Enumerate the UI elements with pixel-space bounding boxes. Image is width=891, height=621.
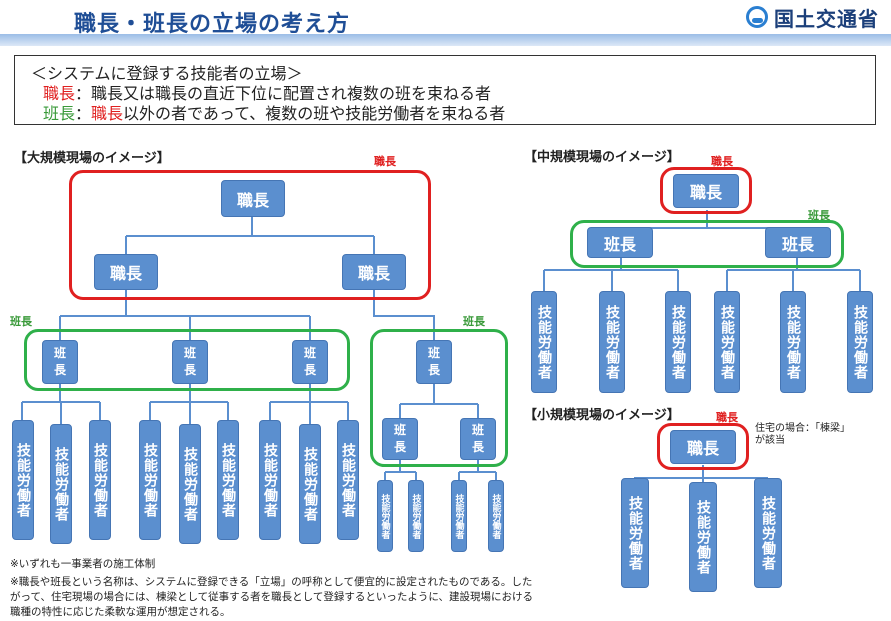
large-worker-node: 技能労働者	[259, 420, 281, 540]
hancho-char: 長	[393, 440, 406, 454]
large-shokucho-node-right: 職長	[342, 254, 406, 290]
hancho-char: 長	[303, 363, 316, 377]
hancho-term: 班長	[43, 104, 76, 123]
ministry-logo-icon	[746, 6, 768, 28]
large-worker-node: 技能労働者	[179, 424, 201, 544]
hancho-char: 班	[303, 346, 316, 360]
shokucho-term: 職長	[43, 84, 76, 103]
hancho-ref: 職長	[91, 104, 124, 123]
large-shokucho-node-left: 職長	[94, 254, 158, 290]
large-worker-node: 技能労働者	[89, 420, 111, 540]
medium-top-shokucho-node: 職長	[673, 174, 739, 208]
page-title: 職長・班長の立場の考え方	[74, 12, 351, 37]
note-line-1: ※いずれも一事業者の施工体制	[10, 558, 156, 570]
large-hancho-node: 班長	[416, 340, 452, 384]
large-hancho-node: 班長	[42, 340, 78, 384]
small-top-shokucho-node: 職長	[670, 430, 736, 464]
large-worker-node: 技能労働者	[337, 420, 359, 540]
large-worker-node: 技能労働者	[139, 420, 161, 540]
small-worker-node: 技能労働者	[621, 478, 649, 588]
small-worker-node: 技能労働者	[689, 482, 717, 592]
hancho-char: 班	[471, 423, 484, 437]
hancho-colon: ：	[75, 104, 92, 123]
house-note-line1: 住宅の場合：「棟梁」	[755, 423, 850, 434]
large-top-shokucho-node: 職長	[221, 180, 285, 217]
medium-hancho-node: 班長	[587, 227, 653, 258]
large-worker-node: 技能労働者	[299, 424, 321, 544]
large-worker-node: 技能労働者	[488, 480, 504, 552]
large-shokucho-frame	[69, 170, 431, 300]
medium-hancho-frame	[570, 220, 844, 268]
medium-worker-node: 技能労働者	[599, 291, 625, 393]
hancho-char: 班	[427, 346, 440, 360]
definition-shokucho: 職長：職長又は職長の直近下位に配置され複数の班を束ねる者	[43, 80, 491, 104]
medium-hancho-node: 班長	[765, 227, 831, 258]
large-hancho-node: 班長	[292, 340, 328, 384]
hancho-char: 班	[183, 346, 196, 360]
ministry-logo: 国土交通省	[746, 4, 879, 31]
definition-hancho: 班長：職長以外の者であって、複数の班や技能労働者を束ねる者	[43, 100, 505, 124]
large-hancho-frame-left	[24, 329, 350, 391]
ministry-name: 国土交通省	[774, 6, 879, 31]
hancho-char: 班	[53, 346, 66, 360]
medium-worker-node: 技能労働者	[531, 291, 557, 393]
hancho-char: 長	[471, 440, 484, 454]
medium-worker-node: 技能労働者	[665, 291, 691, 393]
large-hancho-frame-label-right: 班長	[463, 315, 485, 328]
medium-shokucho-frame	[660, 167, 752, 214]
large-hancho-frame-right	[370, 329, 508, 467]
large-hancho-node: 班長	[382, 418, 418, 460]
large-shokucho-frame-label: 職長	[374, 155, 396, 168]
small-heading: 【小規模現場のイメージ】	[524, 408, 680, 423]
medium-worker-node: 技能労働者	[780, 291, 806, 393]
header-band	[0, 34, 891, 46]
shokucho-desc: ：職長又は職長の直近下位に配置され複数の班を束ねる者	[75, 84, 492, 103]
small-worker-node: 技能労働者	[754, 478, 782, 588]
hancho-char: 長	[427, 363, 440, 377]
hancho-char: 長	[53, 363, 66, 377]
small-shokucho-frame-label: 職長	[716, 411, 738, 424]
large-worker-node: 技能労働者	[451, 480, 467, 552]
hancho-desc: 以外の者であって、複数の班や技能労働者を束ねる者	[123, 104, 506, 123]
small-shokucho-frame	[657, 423, 749, 470]
definition-intro: ＜システムに登録する技能者の立場＞	[31, 64, 303, 83]
large-worker-node: 技能労働者	[50, 424, 72, 544]
large-heading: 【大規模現場のイメージ】	[14, 151, 170, 166]
medium-worker-node: 技能労働者	[714, 291, 740, 393]
hancho-char: 班	[393, 423, 406, 437]
note-line-3: がって、住宅現場の場合には、棟梁として従事する者を職長として登録するといったよう…	[10, 591, 534, 603]
large-worker-node: 技能労働者	[408, 480, 424, 552]
large-hancho-node: 班長	[172, 340, 208, 384]
medium-heading: 【中規模現場のイメージ】	[524, 150, 680, 165]
medium-worker-node: 技能労働者	[847, 291, 873, 393]
large-worker-node: 技能労働者	[377, 480, 393, 552]
medium-shokucho-frame-label: 職長	[711, 155, 733, 168]
large-hancho-node: 班長	[460, 418, 496, 460]
definition-box: ＜システムに登録する技能者の立場＞ 職長：職長又は職長の直近下位に配置され複数の…	[14, 55, 876, 125]
house-note-line2: が該当	[755, 435, 785, 446]
large-worker-node: 技能労働者	[12, 420, 34, 540]
note-line-2: ※職長や班長という名称は、システムに登録できる「立場」の呼称として便宜的に設定さ…	[10, 576, 533, 588]
large-worker-node: 技能労働者	[217, 420, 239, 540]
note-line-4: 職種の特性に応じた柔軟な運用が想定される。	[10, 606, 231, 618]
hancho-char: 長	[183, 363, 196, 377]
house-note: 住宅の場合：「棟梁」 が該当	[755, 423, 850, 447]
medium-hancho-frame-label: 班長	[808, 209, 830, 222]
large-hancho-frame-label-left: 班長	[10, 315, 32, 328]
